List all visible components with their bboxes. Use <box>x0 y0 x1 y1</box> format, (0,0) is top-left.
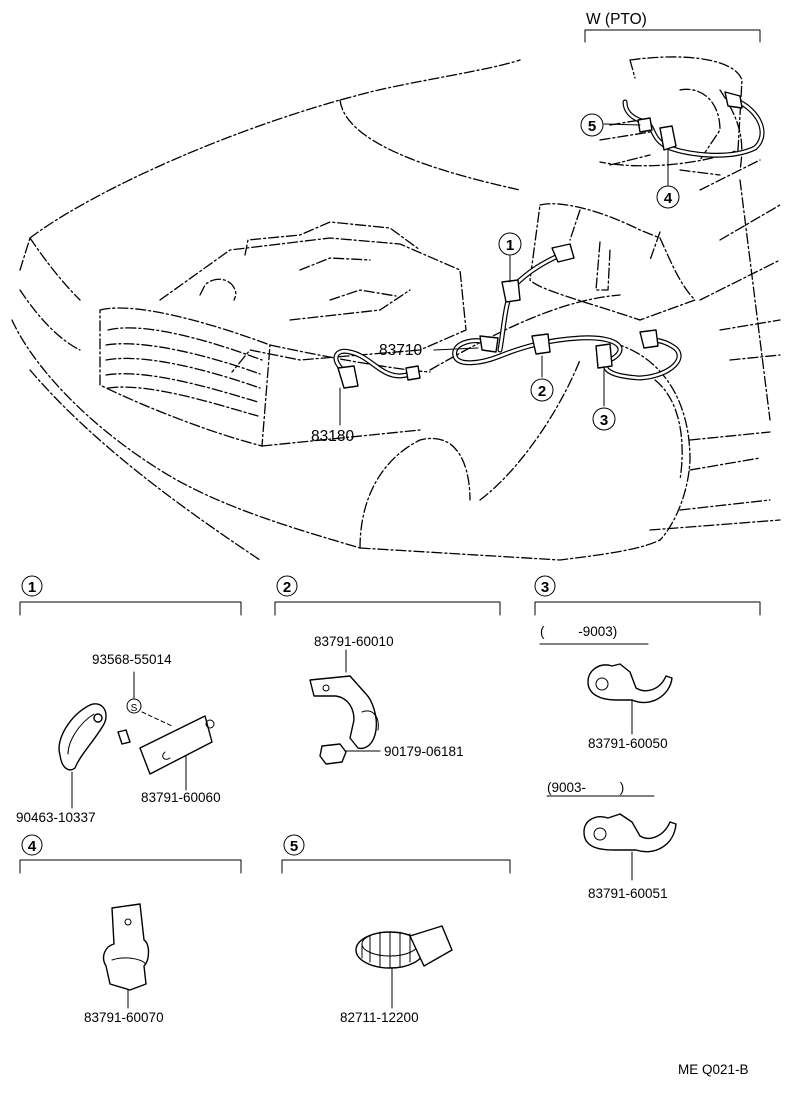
callout-1-label: 1 <box>506 237 514 254</box>
section-3-parts <box>583 663 677 881</box>
section-2-number: 2 <box>283 579 291 596</box>
section-2-header: 2 <box>276 575 298 597</box>
section-5-number: 5 <box>290 838 298 855</box>
speedometer-cable-harness <box>333 243 682 389</box>
part-number-90179-06181: 90179-06181 <box>384 744 464 759</box>
pto-inset <box>584 29 765 186</box>
part-number-83710: 83710 <box>379 342 422 359</box>
callout-2: 2 <box>530 378 554 402</box>
callout-4-label: 4 <box>664 190 673 207</box>
symbol-s: S <box>131 703 138 714</box>
section-4-header: 4 <box>21 834 43 856</box>
section-4-parts <box>102 903 150 1009</box>
section-5-header: 5 <box>283 834 305 856</box>
section-4-number: 4 <box>28 838 37 855</box>
section-frames <box>19 601 761 874</box>
part-number-83791-60070: 83791-60070 <box>84 1010 164 1025</box>
callout-5: 5 <box>580 113 604 137</box>
callout-5-label: 5 <box>588 118 596 135</box>
section-1-parts <box>58 671 215 809</box>
part-number-83180: 83180 <box>311 428 354 445</box>
section-1-number: 1 <box>28 579 36 596</box>
part-number-83791-60051: 83791-60051 <box>588 886 668 901</box>
section-3-number: 3 <box>541 579 549 596</box>
part-number-93568-55014: 93568-55014 <box>92 652 172 667</box>
part-number-83791-60060: 83791-60060 <box>141 790 221 805</box>
variant-header: W (PTO) <box>586 11 647 28</box>
callout-4: 4 <box>656 185 680 209</box>
range-before-9003: ( -9003) <box>540 624 617 639</box>
symbol-s-marker <box>126 698 142 714</box>
main-leader-lines <box>339 255 605 426</box>
part-number-83791-60010: 83791-60010 <box>314 634 394 649</box>
callout-3-label: 3 <box>600 412 608 429</box>
section-2-parts <box>309 649 381 765</box>
part-number-82711-12200: 82711-12200 <box>340 1010 419 1025</box>
callout-2-label: 2 <box>538 383 546 400</box>
section-5-parts <box>355 925 453 1009</box>
section-3-header: 3 <box>534 575 556 597</box>
vehicle-illustration <box>11 59 781 561</box>
figure-code: ME Q021-B <box>678 1062 749 1077</box>
part-number-90463-10337: 90463-10337 <box>16 810 96 825</box>
part-number-83791-60050: 83791-60050 <box>588 736 668 751</box>
callout-3: 3 <box>592 407 616 431</box>
callout-1: 1 <box>498 232 522 256</box>
section-1-header: 1 <box>21 575 43 597</box>
range-after-9003: (9003- ) <box>547 780 624 795</box>
